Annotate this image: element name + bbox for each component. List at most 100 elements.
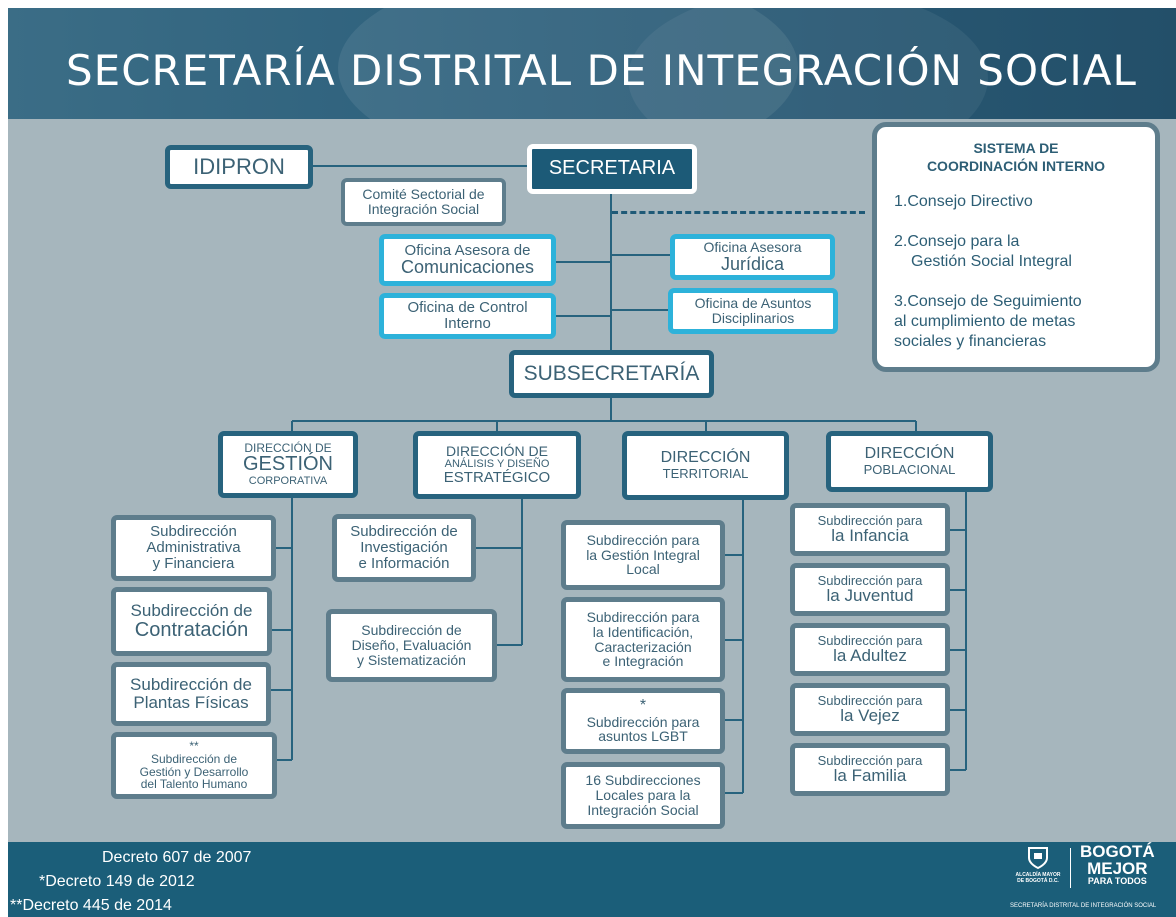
box-line: la Vejez bbox=[840, 706, 900, 726]
box-oficina-disciplinarios: Oficina de Asuntos Disciplinarios bbox=[668, 288, 838, 334]
box-label: SUBSECRETARÍA bbox=[523, 361, 700, 385]
box-idipron: IDIPRON bbox=[165, 145, 313, 189]
box-comite-sectorial: Comité Sectorial de Integración Social bbox=[341, 178, 506, 226]
box-sub-diseno: Subdirección de Diseño, Evaluación y Sis… bbox=[326, 609, 497, 682]
box-line: Subdirección de bbox=[361, 622, 462, 639]
alcaldia-logo: ALCALDÍA MAYOR DE BOGOTÁ D.C. bbox=[1012, 846, 1064, 884]
box-line: Subdirección para bbox=[817, 572, 923, 588]
box-line: POBLACIONAL bbox=[863, 462, 956, 478]
box-sub-talento-humano: ** Subdirección de Gestión y Desarrollo … bbox=[111, 732, 277, 799]
dashed-link-sistema bbox=[612, 211, 865, 214]
box-sub-juventud: Subdirección para la Juventud bbox=[790, 563, 950, 616]
decreto-445: **Decreto 445 de 2014 bbox=[10, 897, 172, 914]
panel-title-line: SISTEMA DE bbox=[973, 140, 1059, 156]
panel-item-1: 1.Consejo Directivo bbox=[894, 192, 1033, 212]
box-line: DIRECCIÓN DE bbox=[446, 442, 548, 459]
bogota-text: BOGOTÁ bbox=[1080, 842, 1155, 861]
box-line: Comité Sectorial de bbox=[362, 186, 485, 203]
box-line: la Juventud bbox=[826, 586, 914, 606]
panel-item-line: sociales y financieras bbox=[894, 333, 1047, 350]
box-sub-adultez: Subdirección para la Adultez bbox=[790, 623, 950, 676]
alcaldia-text: ALCALDÍA MAYOR bbox=[1015, 872, 1061, 878]
logo-divider bbox=[1070, 848, 1071, 888]
box-sub-investigacion: Subdirección de Investigación e Informac… bbox=[332, 514, 476, 582]
box-line: Administrativa bbox=[146, 539, 241, 557]
box-secretaria: SECRETARIA bbox=[527, 144, 697, 194]
panel-item-2: 2.Consejo para la Gestión Social Integra… bbox=[894, 232, 1072, 272]
secretaria-footer-text: SECRETARÍA DISTRITAL DE INTEGRACIÓN SOCI… bbox=[1010, 903, 1157, 909]
box-line: Oficina Asesora de bbox=[404, 241, 531, 259]
box-line: Disciplinarios bbox=[711, 310, 795, 326]
box-line: Oficina Asesora bbox=[703, 239, 802, 256]
box-line: Oficina de Asuntos bbox=[694, 295, 812, 312]
box-line: y Sistematización bbox=[357, 651, 466, 668]
box-sub-familia: Subdirección para la Familia bbox=[790, 743, 950, 796]
box-line: Subdirección de bbox=[130, 600, 253, 620]
box-line: Subdirección para bbox=[586, 531, 700, 548]
header-photo-blob bbox=[628, 8, 988, 119]
panel-item-line: 2.Consejo para la bbox=[894, 233, 1020, 250]
box-line: Caracterización bbox=[594, 638, 692, 655]
panel-item-line: 3.Consejo de Seguimiento bbox=[894, 293, 1082, 310]
box-line: Subdirección para bbox=[817, 752, 923, 768]
box-oficina-comunicaciones: Oficina Asesora de Comunicaciones bbox=[379, 234, 556, 286]
panel-item-line: Gestión Social Integral bbox=[911, 253, 1072, 270]
box-line: la Familia bbox=[833, 766, 907, 786]
box-sub-identificacion: Subdirección para la Identificación, Car… bbox=[561, 597, 725, 682]
panel-item-line: al cumplimiento de metas bbox=[894, 313, 1076, 330]
box-subsecretaria: SUBSECRETARÍA bbox=[509, 350, 714, 398]
box-line: la Infancia bbox=[831, 526, 909, 546]
box-line: asuntos LGBT bbox=[598, 728, 688, 745]
box-line: Jurídica bbox=[720, 253, 785, 274]
box-sub-infancia: Subdirección para la Infancia bbox=[790, 503, 950, 556]
alcaldia-text: DE BOGOTÁ D.C. bbox=[1017, 878, 1059, 884]
box-line: la Adultez bbox=[833, 646, 907, 666]
box-line: TERRITORIAL bbox=[662, 466, 749, 482]
box-sub-locales: 16 Subdirecciones Locales para la Integr… bbox=[561, 762, 725, 829]
box-line: Integración Social bbox=[367, 201, 480, 217]
box-line: * bbox=[639, 696, 647, 714]
box-line: Interno bbox=[444, 315, 491, 332]
box-line: e Información bbox=[358, 554, 450, 572]
panel-item-line: 1.Consejo Directivo bbox=[894, 193, 1033, 210]
box-line: Diseño, Evaluación bbox=[351, 637, 472, 654]
box-oficina-juridica: Oficina Asesora Jurídica bbox=[670, 234, 835, 280]
box-line: Integración Social bbox=[587, 801, 699, 818]
panel-item-3: 3.Consejo de Seguimiento al cumplimiento… bbox=[894, 292, 1082, 352]
box-sub-gestion-integral: Subdirección para la Gestión Integral Lo… bbox=[561, 520, 725, 590]
box-line: y Financiera bbox=[152, 554, 235, 572]
box-line: Subdirección de bbox=[130, 674, 252, 694]
mejor-text: MEJOR bbox=[1087, 859, 1148, 878]
box-label: IDIPRON bbox=[193, 154, 285, 180]
decreto-607: Decreto 607 de 2007 bbox=[102, 849, 252, 866]
box-line: Subdirección de bbox=[150, 751, 238, 766]
header-banner: SECRETARÍA DISTRITAL DE INTEGRACIÓN SOCI… bbox=[8, 8, 1176, 119]
footer-band bbox=[8, 842, 1176, 917]
box-direccion-gestion: DIRECCIÓN DE GESTIÓN CORPORATIVA bbox=[218, 431, 358, 498]
box-line: Comunicaciones bbox=[400, 257, 535, 278]
box-line: la Gestión Integral bbox=[586, 546, 700, 563]
box-direccion-territorial: DIRECCIÓN TERRITORIAL bbox=[622, 431, 789, 500]
box-line: e Integración bbox=[602, 653, 684, 670]
box-line: la Identificación, bbox=[592, 623, 694, 640]
box-line: Subdirección para bbox=[586, 608, 700, 625]
decreto-149: *Decreto 149 de 2012 bbox=[39, 873, 195, 890]
box-line: Subdirección de bbox=[350, 523, 458, 541]
box-line: Plantas Físicas bbox=[133, 693, 249, 712]
box-sub-contratacion: Subdirección de Contratación bbox=[111, 587, 272, 656]
box-line: DIRECCIÓN DE bbox=[244, 440, 332, 455]
box-line: DIRECCIÓN bbox=[660, 449, 751, 467]
box-line: Subdirección bbox=[150, 523, 237, 541]
box-direccion-poblacional: DIRECCIÓN POBLACIONAL bbox=[826, 431, 993, 492]
box-sub-vejez: Subdirección para la Vejez bbox=[790, 683, 950, 736]
box-oficina-control: Oficina de Control Interno bbox=[379, 293, 556, 339]
box-line: ANÁLISIS Y DISEÑO bbox=[444, 457, 550, 470]
box-line: Investigación bbox=[360, 539, 448, 557]
box-direccion-analisis: DIRECCIÓN DE ANÁLISIS Y DISEÑO ESTRATÉGI… bbox=[413, 431, 581, 499]
box-line: DIRECCIÓN bbox=[864, 445, 955, 463]
box-line: Oficina de Control bbox=[407, 299, 528, 317]
box-line: Subdirección para bbox=[817, 692, 923, 708]
panel-sistema-coordinacion: SISTEMA DE COORDINACIÓN INTERNO 1.Consej… bbox=[872, 122, 1160, 372]
box-line: CORPORATIVA bbox=[248, 474, 328, 487]
panel-title-line: COORDINACIÓN INTERNO bbox=[926, 158, 1106, 174]
